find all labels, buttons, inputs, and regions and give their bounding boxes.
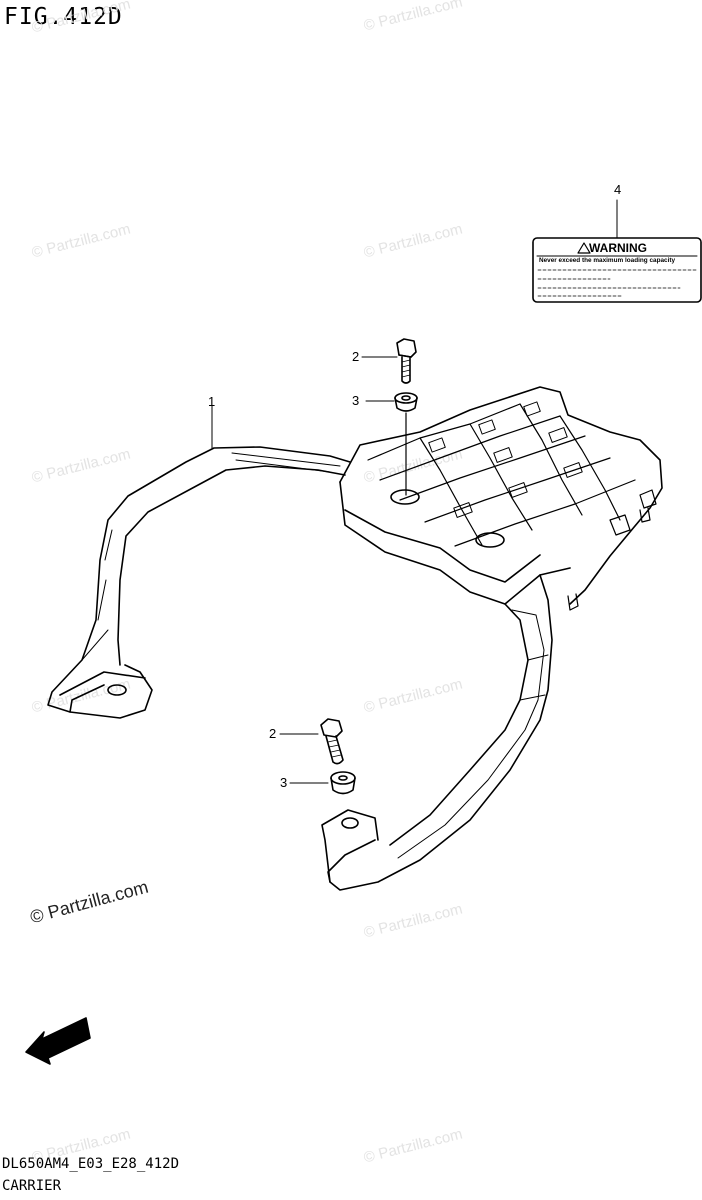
- warning-label-drawing: [532, 199, 702, 303]
- callout-1: 1: [208, 394, 216, 409]
- collar-lower: [289, 771, 356, 795]
- callout-4: 4: [614, 182, 622, 197]
- bolt-upper: [361, 338, 417, 384]
- figure-name: CARRIER: [2, 1178, 62, 1194]
- fwd-arrow-drawing: [25, 1017, 91, 1065]
- figure-title: FIG.412D: [4, 4, 123, 30]
- callout-2-upper: 2: [352, 349, 360, 364]
- callout-3-upper: 3: [352, 393, 360, 408]
- carrier-drawing: [47, 386, 663, 891]
- collar-upper: [365, 392, 418, 412]
- callout-2-lower: 2: [269, 726, 277, 741]
- bolt-lower: [279, 718, 344, 765]
- figure-code: DL650AM4_E03_E28_412D: [2, 1156, 180, 1172]
- warning-label-title: WARNING: [589, 241, 647, 255]
- warning-label-text: Never exceed the maximum loading capacit…: [539, 257, 676, 264]
- callout-3-lower: 3: [280, 775, 288, 790]
